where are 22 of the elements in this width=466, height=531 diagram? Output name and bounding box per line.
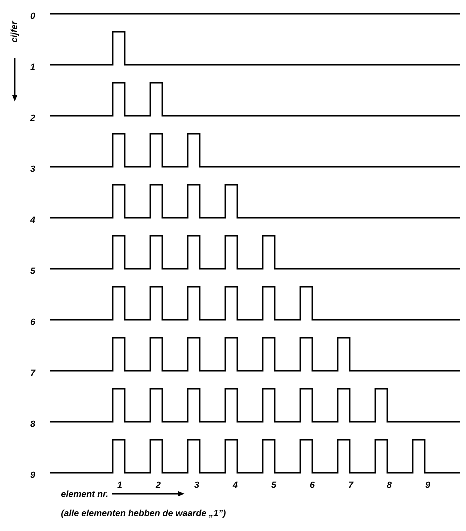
row-number: 9 (30, 472, 36, 478)
element-number: 9 (426, 482, 430, 488)
row-number: 3 (30, 166, 36, 172)
axis-label: cijfer (10, 20, 20, 42)
element-number: 8 (387, 482, 392, 488)
axis-label: element nr. (61, 490, 108, 498)
row-number: 4 (30, 216, 36, 224)
row-number: 7 (31, 370, 36, 376)
row-number: 6 (30, 318, 36, 326)
row-number: 0 (30, 12, 36, 20)
row-number: 8 (30, 420, 36, 428)
element-number: 2 (156, 482, 161, 488)
element-number: 7 (349, 482, 354, 488)
element-number: 3 (194, 482, 200, 488)
element-number: 6 (310, 482, 316, 488)
element-number: 4 (232, 482, 238, 488)
row-number: 1 (30, 64, 35, 70)
row-number: 2 (30, 114, 36, 122)
element-number: 1 (118, 482, 122, 488)
element-number: 5 (272, 482, 277, 488)
note: (alle elementen hebben de waarde „1”) (62, 510, 226, 518)
row-number: 5 (30, 268, 36, 274)
